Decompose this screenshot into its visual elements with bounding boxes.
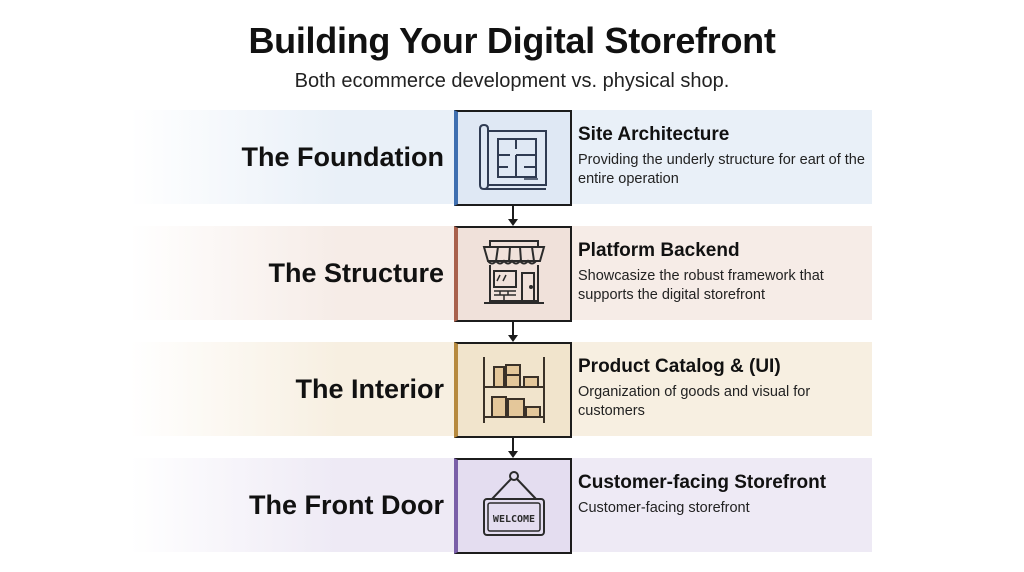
arrow-connector [508,204,518,226]
storefront-icon [482,240,546,304]
stage-interior: The Interior Product Catalog & (UI) Orga… [130,342,872,438]
welcome-sign-text: WELCOME [493,514,535,525]
page-subtitle: Both ecommerce development vs. physical … [294,70,730,92]
arrow-connector [508,436,518,458]
stage-icon-box [454,342,572,438]
shelves-icon [483,357,545,423]
stage-front-door: The Front Door WELCOME Customer-facing S… [130,458,872,554]
stage-heading: Site Architecture [578,124,730,145]
stage-label: The Structure [268,257,444,288]
arrow-connector [508,320,518,342]
stage-description: Site Architecture Providing the underly … [578,124,868,189]
stage-description: Product Catalog & (UI) Organization of g… [578,356,868,421]
stage-foundation: The Foundation Site Architecture Providi… [130,110,872,206]
stage-structure: The Structure Platform Backend Showcasiz… [130,226,872,322]
stage-icon-box [454,226,572,322]
blueprint-icon [479,123,547,191]
stage-label: The Foundation [241,141,444,172]
stage-text: Showcasize the robust framework that sup… [578,268,824,303]
stage-heading: Product Catalog & (UI) [578,356,781,377]
welcome-sign-icon: WELCOME [483,471,545,536]
stage-icon-box: WELCOME [454,458,572,554]
stage-label: The Interior [295,373,444,404]
stage-text: Organization of goods and visual for cus… [578,384,811,419]
stage-text: Providing the underly structure for eart… [578,152,865,187]
stage-icon-box [454,110,572,206]
stage-label: The Front Door [249,489,444,520]
stage-description: Platform Backend Showcasize the robust f… [578,240,868,305]
stage-heading: Platform Backend [578,240,740,261]
stage-text: Customer-facing storefront [578,500,750,516]
stage-description: Customer-facing Storefront Customer-faci… [578,472,868,518]
stage-heading: Customer-facing Storefront [578,472,827,493]
page-title: Building Your Digital Storefront [248,20,776,61]
